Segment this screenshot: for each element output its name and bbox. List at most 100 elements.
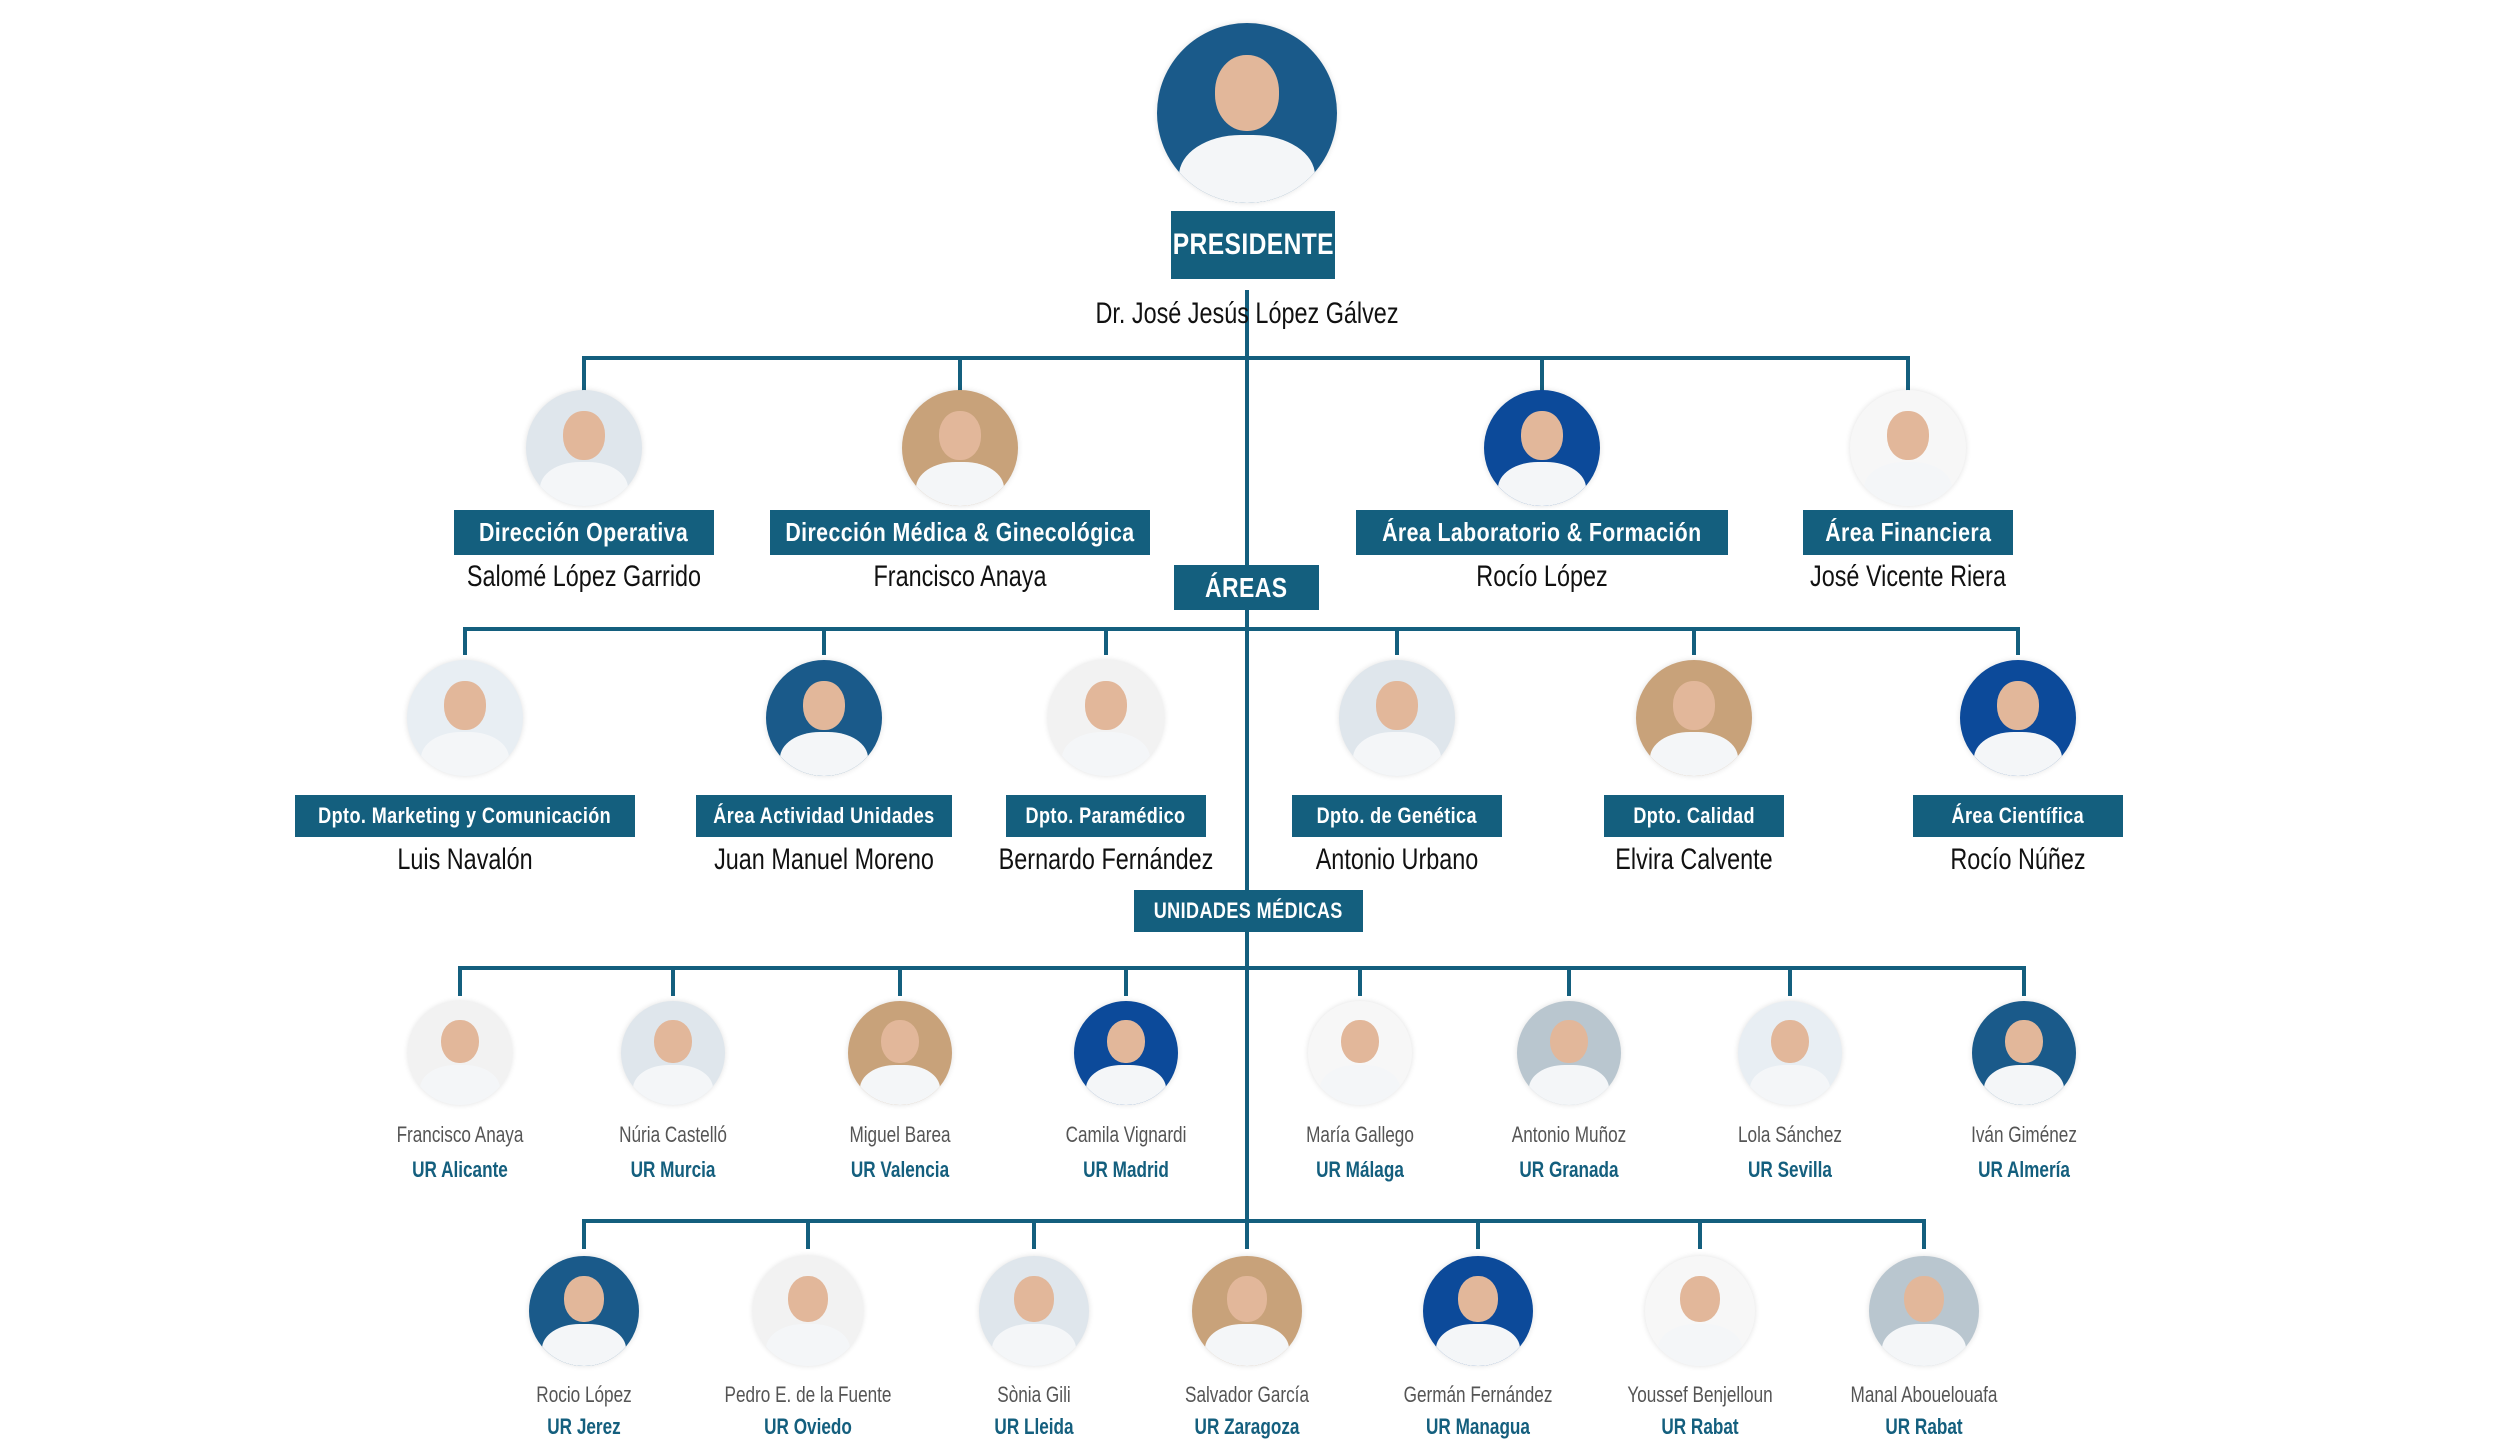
connector-line: [1540, 356, 1544, 392]
connector-line: [463, 627, 2020, 631]
director-name: Francisco Anaya: [873, 560, 1047, 593]
unit-doctor-name: Antonio Muñoz: [1511, 1122, 1627, 1147]
person-photo: [848, 1001, 952, 1105]
connector-line: [458, 966, 462, 996]
connector-line: [458, 966, 2026, 970]
unit-location: UR Almería: [1978, 1157, 2070, 1182]
unit-location: UR Granada: [1519, 1157, 1619, 1182]
box-label: Área Actividad Unidades: [713, 803, 935, 828]
director-name: Salomé López Garrido: [466, 560, 702, 593]
connector-line: [806, 1219, 810, 1249]
person-photo: [979, 1256, 1089, 1366]
box-label: Dirección Operativa: [479, 517, 689, 547]
unit-doctor-name: Miguel Barea: [849, 1122, 951, 1147]
box-label: Área Financiera: [1824, 517, 1992, 547]
box-label: PRESIDENTE: [1172, 228, 1334, 261]
connector-line: [463, 627, 467, 655]
connector-line: [1922, 1219, 1926, 1249]
person-photo: [1850, 390, 1966, 506]
area-head-name: Bernardo Fernández: [998, 843, 1214, 876]
person-photo: [1636, 660, 1752, 776]
person-photo: [1192, 1256, 1302, 1366]
area-title-box: Área Actividad Unidades: [696, 795, 952, 837]
unit-doctor-name: Iván Giménez: [1971, 1122, 2077, 1147]
connector-line: [1245, 1219, 1249, 1249]
connector-line: [582, 1219, 586, 1249]
person-photo: [526, 390, 642, 506]
person-photo: [407, 660, 523, 776]
box-label: UNIDADES MÉDICAS: [1154, 898, 1343, 923]
area-head-name: Juan Manuel Moreno: [714, 843, 934, 876]
area-title-box: Dpto. Calidad: [1604, 795, 1784, 837]
person-photo: [1738, 1001, 1842, 1105]
connector-line: [1245, 290, 1249, 1220]
connector-line: [1906, 356, 1910, 392]
person-photo: [1074, 1001, 1178, 1105]
person-photo: [1308, 1001, 1412, 1105]
box-label: Dpto. Marketing y Comunicación: [318, 803, 612, 828]
connector-line: [1395, 627, 1399, 655]
connector-line: [1788, 966, 1792, 996]
person-photo: [753, 1256, 863, 1366]
unit-location: UR Alicante: [412, 1157, 508, 1182]
box-label: ÁREAS: [1205, 571, 1288, 603]
connector-line: [1567, 966, 1571, 996]
area-title-box: Área Científica: [1913, 795, 2123, 837]
box-label: Área Laboratorio & Formación: [1382, 517, 1702, 547]
person-photo: [621, 1001, 725, 1105]
unit-location: UR Rabat: [1885, 1414, 1963, 1439]
area-title-box: Dpto. Marketing y Comunicación: [295, 795, 635, 837]
person-photo: [408, 1001, 512, 1105]
unit-location: UR Murcia: [630, 1157, 716, 1182]
area-title-box: Dpto. de Genética: [1292, 795, 1502, 837]
person-photo: [1972, 1001, 2076, 1105]
person-photo: [529, 1256, 639, 1366]
unit-location: UR Zaragoza: [1194, 1414, 1300, 1439]
person-photo: [1339, 660, 1455, 776]
unit-location: UR Managua: [1426, 1414, 1530, 1439]
unit-location: UR Oviedo: [764, 1414, 852, 1439]
president-title-box: PRESIDENTE: [1171, 211, 1335, 279]
unit-doctor-name: Pedro E. de la Fuente: [724, 1382, 892, 1407]
connector-line: [1124, 966, 1128, 996]
connector-line: [582, 356, 586, 392]
unit-doctor-name: Manal Abouelouafa: [1850, 1382, 1998, 1407]
box-label: Dpto. de Genética: [1316, 803, 1478, 828]
unit-doctor-name: Salvador García: [1185, 1382, 1309, 1407]
director-title-box: Área Financiera: [1803, 510, 2013, 555]
unit-location: UR Valencia: [850, 1157, 950, 1182]
area-title-box: Dpto. Paramédico: [1006, 795, 1206, 837]
unit-location: UR Madrid: [1083, 1157, 1169, 1182]
connector-line: [958, 356, 962, 392]
person-photo: [1048, 660, 1164, 776]
connector-line: [2022, 966, 2026, 996]
area-head-name: Rocío Núñez: [1950, 843, 2086, 876]
unit-doctor-name: Camila Vignardi: [1065, 1122, 1187, 1147]
unit-doctor-name: Youssef Benjelloun: [1627, 1382, 1773, 1407]
unidades-label-box: UNIDADES MÉDICAS: [1134, 890, 1363, 932]
person-photo: [1423, 1256, 1533, 1366]
unit-doctor-name: Germán Fernández: [1403, 1382, 1553, 1407]
unit-doctor-name: Núria Castelló: [619, 1122, 727, 1147]
connector-line: [822, 627, 826, 655]
director-name: Rocío López: [1476, 560, 1608, 593]
president-name: Dr. José Jesús López Gálvez: [1095, 297, 1399, 330]
unit-location: UR Rabat: [1661, 1414, 1739, 1439]
person-photo: [1157, 23, 1337, 203]
connector-line: [1358, 966, 1362, 996]
unit-doctor-name: Rocio López: [536, 1382, 632, 1407]
area-head-name: Elvira Calvente: [1615, 843, 1773, 876]
director-title-box: Dirección Médica & Ginecológica: [770, 510, 1150, 555]
connector-line: [671, 966, 675, 996]
connector-line: [898, 966, 902, 996]
box-label: Área Científica: [1951, 803, 2085, 828]
areas-label-box: ÁREAS: [1174, 565, 1319, 610]
connector-line: [2016, 627, 2020, 655]
connector-line: [1698, 1219, 1702, 1249]
unit-doctor-name: Francisco Anaya: [396, 1122, 524, 1147]
person-photo: [902, 390, 1018, 506]
area-head-name: Luis Navalón: [397, 843, 533, 876]
connector-line: [1692, 627, 1696, 655]
box-label: Dpto. Calidad: [1633, 803, 1755, 828]
connector-line: [1104, 627, 1108, 655]
